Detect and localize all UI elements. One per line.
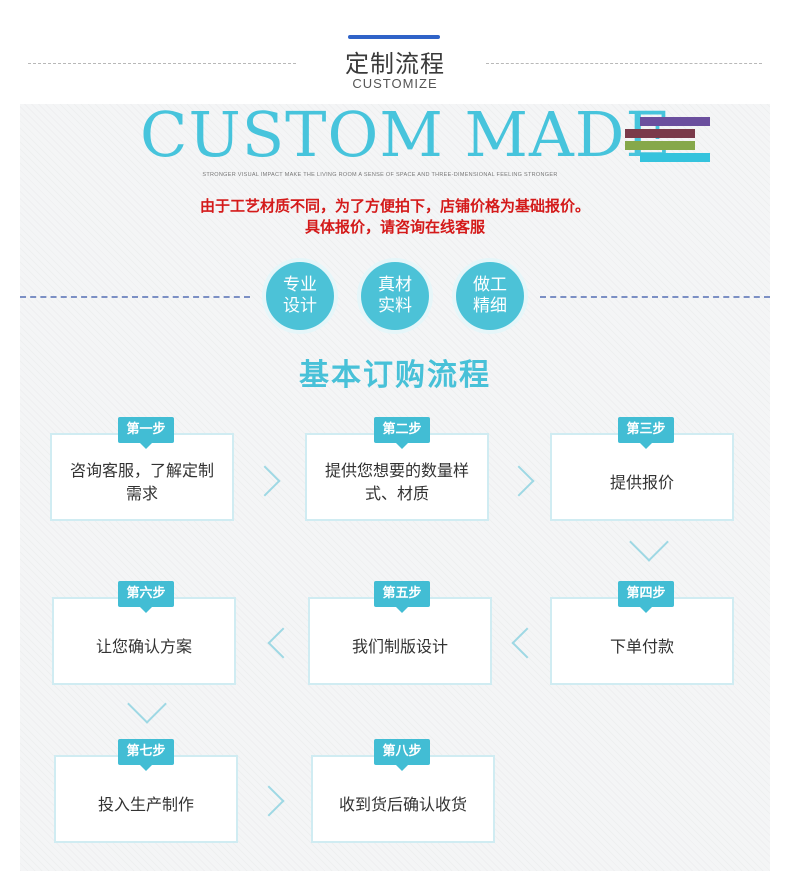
step-text: 下单付款 bbox=[609, 636, 674, 656]
stripe-decoration-4 bbox=[640, 153, 710, 162]
feature-line2: 精细 bbox=[473, 296, 507, 316]
feature-genuine-materials: 真材 实料 bbox=[361, 262, 429, 330]
step-1-box: 咨询客服，了解定制需求 bbox=[50, 433, 234, 521]
header-accent-bar bbox=[348, 35, 440, 39]
section-title: 定制流程 bbox=[345, 50, 445, 78]
step-5-badge: 第五步 bbox=[374, 581, 430, 613]
price-notice-line1: 由于工艺材质不同，为了方便拍下，店铺价格为基础报价。 bbox=[199, 197, 590, 215]
stripe-decoration-3 bbox=[625, 141, 695, 150]
section-subtitle: CUSTOMIZE bbox=[352, 76, 438, 91]
step-6-box: 让您确认方案 bbox=[52, 597, 236, 685]
divider-right bbox=[540, 296, 770, 298]
custom-made-title: CUSTOM MADE bbox=[140, 98, 672, 171]
step-text: 咨询客服，了解定制需求 bbox=[69, 461, 214, 503]
step-text: 收到货后确认收货 bbox=[338, 794, 467, 814]
feature-fine-workmanship: 做工 精细 bbox=[456, 262, 524, 330]
order-flow-title: 基本订购流程 bbox=[299, 358, 491, 393]
step-6-badge: 第六步 bbox=[118, 581, 174, 613]
stripe-decoration-1 bbox=[640, 117, 710, 126]
step-text: 投入生产制作 bbox=[97, 794, 194, 814]
step-7-badge: 第七步 bbox=[118, 739, 174, 771]
header-divider-left bbox=[28, 63, 296, 64]
feature-line2: 设计 bbox=[283, 296, 317, 316]
step-8-badge: 第八步 bbox=[374, 739, 430, 771]
step-text: 提供报价 bbox=[609, 472, 674, 492]
step-text: 让您确认方案 bbox=[95, 636, 192, 656]
custom-made-tagline: STRONGER VISUAL IMPACT MAKE THE LIVING R… bbox=[202, 172, 558, 178]
step-text: 我们制版设计 bbox=[351, 636, 448, 656]
feature-line1: 真材 bbox=[378, 275, 412, 295]
step-2-badge: 第二步 bbox=[374, 417, 430, 449]
feature-line1: 专业 bbox=[283, 275, 317, 295]
step-1-badge: 第一步 bbox=[118, 417, 174, 449]
divider-left bbox=[20, 296, 250, 298]
header-divider-right bbox=[486, 63, 762, 64]
step-3-badge: 第三步 bbox=[618, 417, 674, 449]
feature-professional-design: 专业 设计 bbox=[266, 262, 334, 330]
price-notice-line2: 具体报价，请咨询在线客服 bbox=[304, 218, 485, 236]
feature-line1: 做工 bbox=[473, 275, 507, 295]
feature-line2: 实料 bbox=[378, 296, 412, 316]
step-text: 提供您想要的数量样式、材质 bbox=[324, 461, 469, 503]
step-4-badge: 第四步 bbox=[618, 581, 674, 613]
stripe-decoration-2 bbox=[625, 129, 695, 138]
